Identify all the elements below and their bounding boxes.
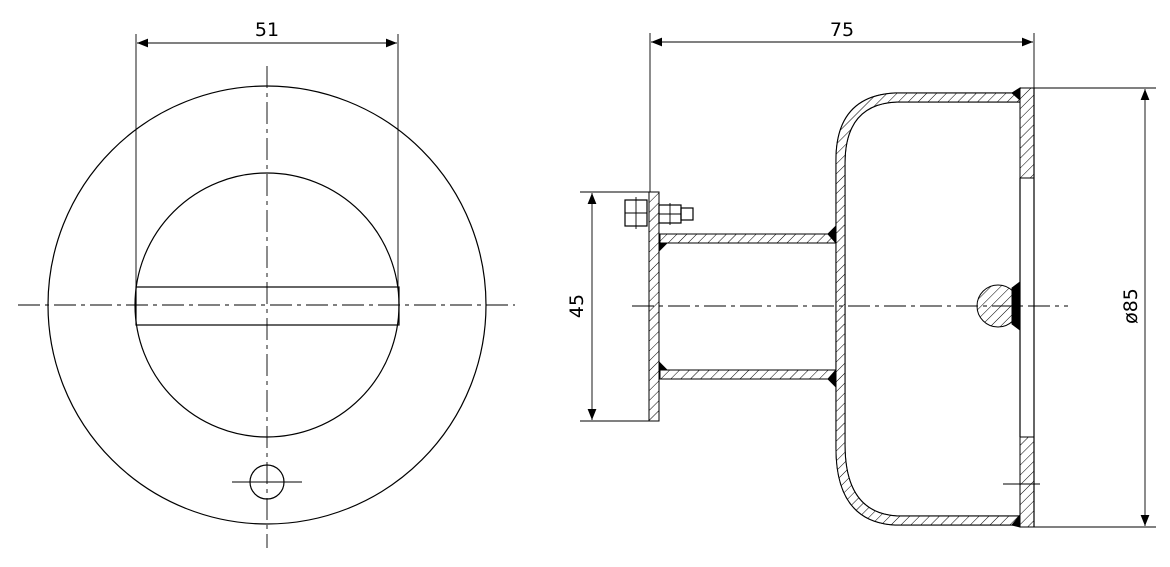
rim-weld-top	[1011, 87, 1021, 102]
handle-bar	[135, 286, 400, 326]
dimension-label-front-width: 51	[255, 19, 279, 41]
rim-ring-bottom	[1019, 436, 1035, 528]
rim-weld-bottom	[1011, 513, 1021, 528]
neck-weld-bottom-left	[658, 360, 669, 371]
dimension-front-width: 51	[135, 19, 399, 287]
mounting-screw	[624, 197, 694, 229]
neck-tube-bottom-wall	[659, 369, 837, 380]
mounting-flange	[648, 191, 660, 422]
dimension-label-side-length: 75	[830, 19, 854, 41]
dimension-label-flange-height: 45	[566, 294, 588, 318]
neck-tube-top-wall	[659, 233, 837, 244]
dimension-outer-diameter: ø85	[1034, 87, 1156, 528]
dimension-flange-height: 45	[566, 191, 649, 422]
dimension-side-length: 75	[649, 19, 1035, 192]
side-section-view: 75 45 ø85	[566, 19, 1156, 528]
front-view: 51	[18, 19, 515, 548]
neck-weld-bottom-right	[827, 368, 837, 389]
handle-weld	[1011, 281, 1021, 331]
rim-ring-top	[1019, 87, 1035, 179]
dimension-label-outer-diameter: ø85	[1120, 288, 1142, 324]
neck-weld-top-left	[658, 242, 669, 253]
neck-weld-top-right	[827, 224, 837, 245]
